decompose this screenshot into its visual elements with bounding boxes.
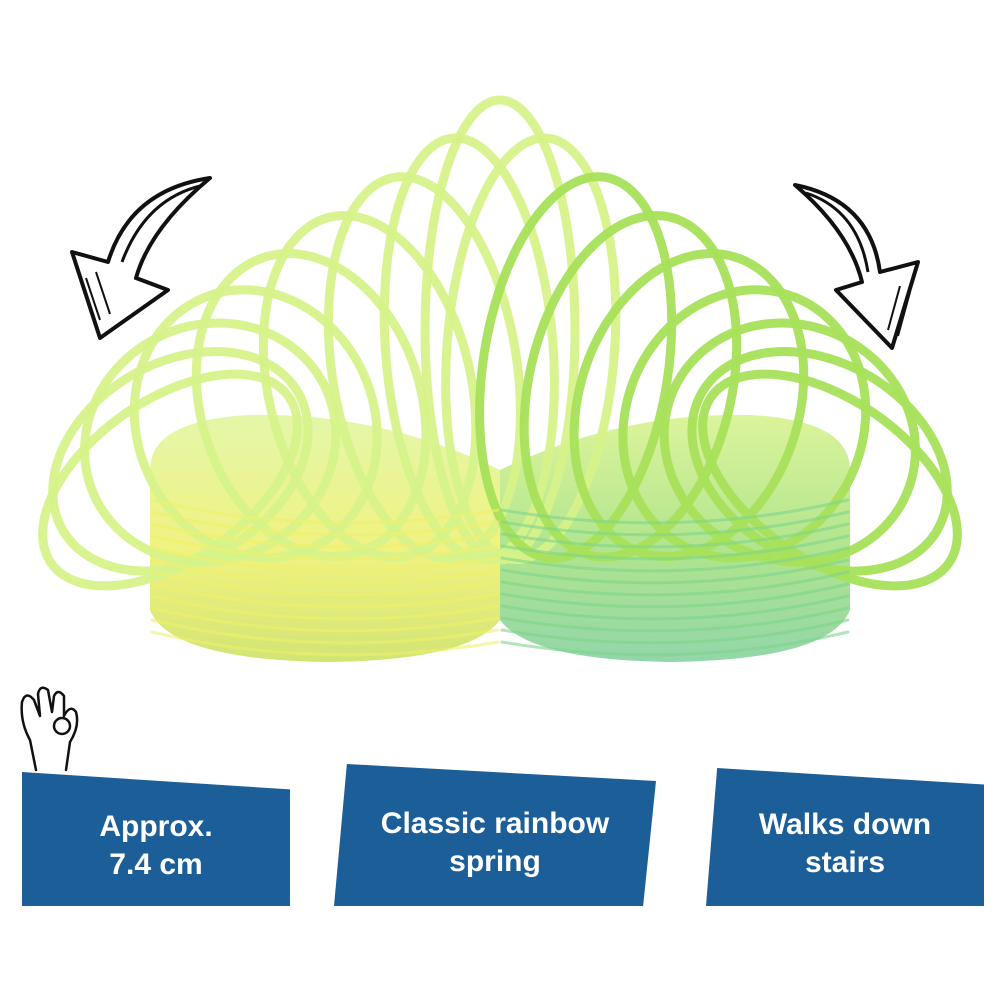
spring-band	[500, 618, 850, 645]
spring-coil	[48, 347, 313, 576]
feature-badge-size-line2: 7.4 cm	[109, 848, 203, 881]
spring-band	[150, 510, 500, 537]
spring-coil	[323, 172, 525, 563]
feature-badge-stairs: Walks down stairs	[706, 768, 984, 906]
spring-band	[150, 594, 500, 621]
spring-coil	[475, 172, 677, 563]
spring-band	[500, 582, 850, 609]
feature-badge-stairs-line1: Walks down	[758, 808, 932, 841]
slinky-spring-icon	[38, 95, 962, 662]
spring-band	[150, 498, 500, 525]
curved-arrow-right-icon	[793, 183, 920, 350]
spring-band	[500, 534, 850, 561]
spring-band	[150, 522, 500, 549]
spring-band	[500, 522, 850, 549]
spring-band	[500, 558, 850, 585]
feature-badge-stairs-line2: stairs	[804, 846, 886, 879]
spring-coil	[191, 249, 431, 561]
spring-band	[500, 630, 850, 657]
feature-badge-size: Approx. 7.4 cm	[22, 772, 290, 906]
spring-band	[150, 606, 500, 633]
spring-band	[150, 582, 500, 609]
spring-band	[150, 534, 500, 561]
spring-coils	[38, 95, 962, 657]
spring-coil	[618, 285, 871, 563]
spring-band	[500, 510, 850, 537]
spring-coil	[569, 249, 809, 561]
feature-badge-classic-line1: Classic rainbow	[380, 807, 610, 840]
ok-hand-gesture-icon	[20, 686, 79, 772]
spring-band	[500, 606, 850, 633]
feature-badge-classic: Classic rainbow spring	[334, 764, 656, 906]
spring-band	[500, 594, 850, 621]
spring-band	[150, 570, 500, 597]
spring-band	[150, 546, 500, 573]
spring-band	[500, 570, 850, 597]
curved-arrow-left-icon	[70, 176, 212, 340]
spring-coil	[687, 347, 952, 576]
spring-coil	[659, 318, 920, 567]
spring-band	[500, 498, 850, 525]
spring-band	[150, 618, 500, 645]
spring-coil	[698, 369, 962, 591]
feature-badge-size-line1: Approx.	[99, 810, 213, 843]
spring-band	[150, 630, 500, 657]
spring-band	[150, 558, 500, 585]
feature-badge-classic-line2: spring	[449, 845, 541, 878]
spring-band	[500, 546, 850, 573]
